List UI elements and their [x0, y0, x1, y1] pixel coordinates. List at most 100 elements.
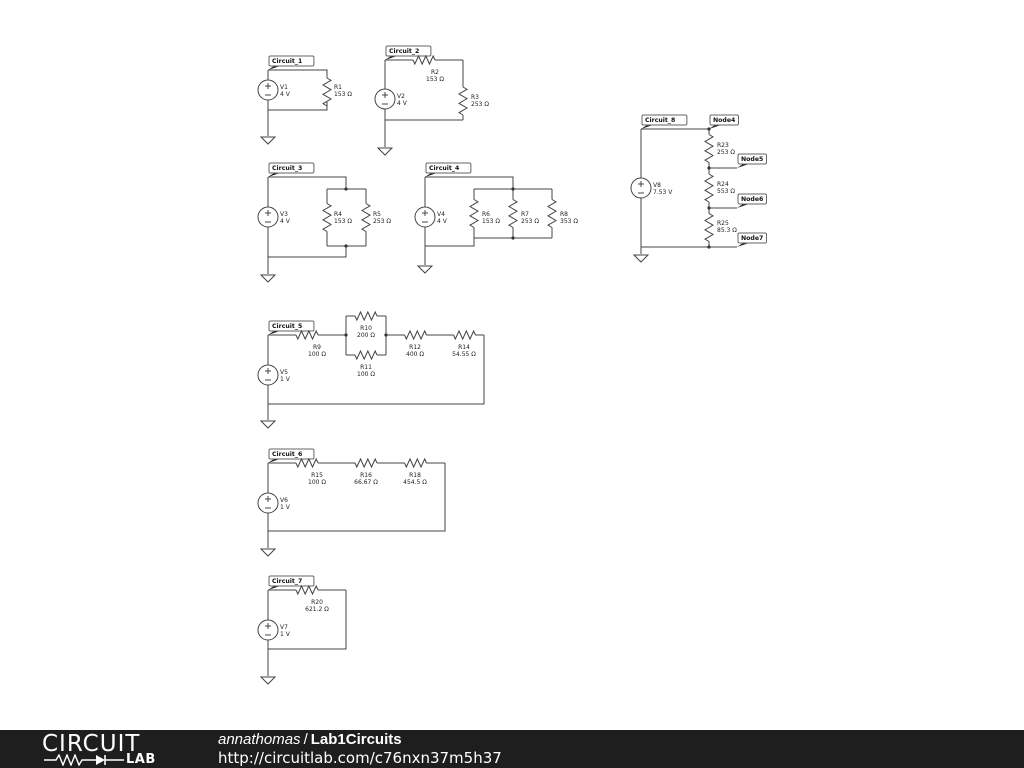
ground-icon — [376, 147, 394, 156]
logo-lab-text: LAB — [126, 752, 156, 767]
net-label-text: Circuit_3 — [272, 165, 302, 172]
resistor-value: 353 Ω — [560, 218, 578, 225]
net-label-node7[interactable]: Node7 — [737, 232, 767, 247]
resistor-name: R2 — [431, 69, 439, 76]
ground-icon — [416, 265, 434, 274]
net-label-node6[interactable]: Node6 — [737, 193, 767, 208]
net-label-circuit-6[interactable]: Circuit_6 — [268, 448, 315, 463]
wire — [268, 463, 446, 532]
source-value: 1 V — [280, 504, 291, 511]
resistor-value: 153 Ω — [482, 218, 500, 225]
net-label-text: Circuit_2 — [389, 48, 419, 55]
resistor-name: R1 — [334, 84, 342, 91]
resistor-value: 54.55 Ω — [452, 351, 476, 358]
voltage-source-v2[interactable]: V24 V — [374, 88, 408, 110]
voltage-source-v6[interactable]: V61 V — [257, 492, 291, 514]
resistor-value: 153 Ω — [334, 91, 352, 98]
junction-dot — [344, 244, 348, 248]
voltage-source-v3[interactable]: V34 V — [257, 206, 291, 228]
resistor-name: R8 — [560, 211, 568, 218]
resistor-name: R20 — [311, 599, 323, 606]
ground-icon — [632, 254, 650, 263]
resistor-value: 153 Ω — [334, 218, 352, 225]
voltage-source-v1[interactable]: V14 V — [257, 79, 291, 101]
net-label-circuit-2[interactable]: Circuit_2 — [385, 45, 432, 60]
junction-dot — [511, 236, 515, 240]
source-name: V7 — [280, 624, 288, 631]
footer-bar: CIRCUIT LAB annathomas/Lab1Circuits http… — [0, 730, 1024, 768]
net-label-circuit-7[interactable]: Circuit_7 — [268, 575, 315, 590]
net-label-circuit-1[interactable]: Circuit_1 — [268, 55, 315, 70]
resistor-value: 253 Ω — [471, 101, 489, 108]
voltage-source-v7[interactable]: V71 V — [257, 619, 291, 641]
resistor-value: 85.3 Ω — [717, 227, 737, 234]
author-link[interactable]: annathomas — [218, 731, 301, 748]
wire — [425, 176, 514, 189]
resistor-name: R14 — [458, 344, 470, 351]
net-label-text: Node6 — [741, 196, 763, 203]
net-label-node5[interactable]: Node5 — [737, 153, 767, 168]
wire — [268, 176, 347, 189]
net-label-text: Circuit_4 — [429, 165, 460, 172]
resistor-name: R3 — [471, 94, 479, 101]
circuitlab-logo[interactable]: CIRCUIT LAB — [42, 732, 182, 766]
resistor-name: R23 — [717, 142, 729, 149]
source-value: 1 V — [280, 376, 291, 383]
net-label-circuit-3[interactable]: Circuit_3 — [268, 162, 315, 177]
path-separator: / — [303, 731, 308, 748]
resistor-name: R18 — [409, 472, 421, 479]
net-label-circuit-4[interactable]: Circuit_4 — [425, 162, 472, 177]
source-value: 4 V — [397, 100, 408, 107]
wire — [268, 102, 328, 111]
voltage-source-v4[interactable]: V44 V — [414, 206, 448, 228]
resistor-value: 153 Ω — [426, 76, 444, 83]
source-name: V2 — [397, 93, 405, 100]
ground-icon — [259, 676, 277, 685]
net-label-text: Circuit_1 — [272, 58, 302, 65]
resistor-diode-logo-icon — [44, 754, 124, 766]
ground-icon — [259, 420, 277, 429]
wire — [268, 69, 328, 78]
net-label-text: Node4 — [713, 117, 736, 124]
resistor-value: 454.5 Ω — [403, 479, 427, 486]
ground-icon — [259, 136, 277, 145]
junction-dot — [344, 187, 348, 191]
net-label-circuit-8[interactable]: Circuit_8 — [641, 114, 688, 129]
net-label-circuit-5[interactable]: Circuit_5 — [268, 320, 315, 335]
project-name-link[interactable]: Lab1Circuits — [310, 731, 402, 748]
source-value: 4 V — [437, 218, 448, 225]
net-label-node4[interactable]: Node4 — [709, 114, 739, 129]
voltage-source-v8[interactable]: V87.53 V — [630, 177, 673, 199]
resistor-value: 253 Ω — [521, 218, 539, 225]
resistor-value: 253 Ω — [717, 149, 735, 156]
junction-dot — [511, 187, 515, 191]
resistor-name: R6 — [482, 211, 490, 218]
logo-circuit-text: CIRCUIT — [42, 731, 141, 757]
junction-dot — [344, 333, 348, 337]
source-value: 1 V — [280, 631, 291, 638]
project-url-link[interactable]: http://circuitlab.com/c76nxn37m5h37 — [218, 749, 502, 767]
voltage-source-v5[interactable]: V51 V — [257, 364, 291, 386]
resistor-value: 200 Ω — [357, 332, 375, 339]
net-label-text: Circuit_7 — [272, 578, 302, 585]
